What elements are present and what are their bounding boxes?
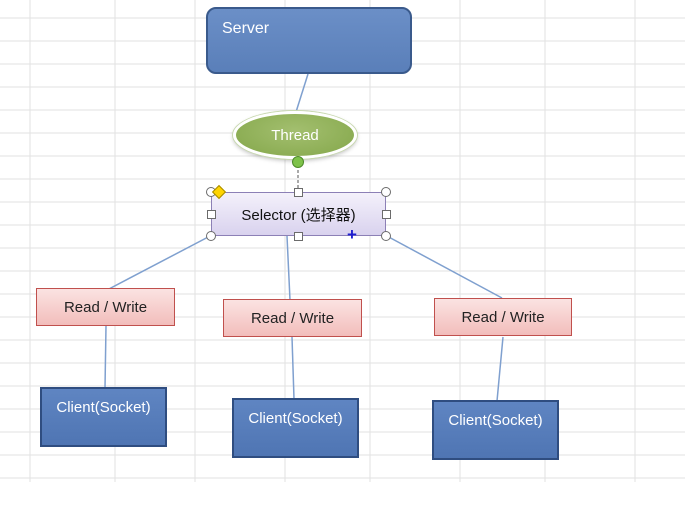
read-write-label: Read / Write — [461, 308, 545, 326]
selector-node[interactable]: Selector (选择器) — [211, 192, 386, 236]
client-label: Client(Socket) — [56, 399, 151, 416]
connector-selector-rw-3 — [384, 234, 503, 299]
move-cursor-icon: + — [347, 225, 357, 244]
client-label: Client(Socket) — [248, 410, 343, 427]
connector-rw-client-1 — [104, 325, 107, 389]
rotate-handle[interactable] — [292, 156, 304, 168]
resize-handle-left[interactable] — [207, 210, 216, 219]
connector-rw-client-3 — [496, 336, 504, 402]
resize-handle-bottom-left[interactable] — [206, 231, 216, 241]
resize-handle-bottom[interactable] — [294, 232, 303, 241]
thread-node[interactable]: Thread — [233, 111, 357, 159]
client-node-3[interactable]: Client(Socket) — [432, 400, 559, 460]
client-node-1[interactable]: Client(Socket) — [40, 387, 167, 447]
connector-server-thread — [295, 73, 309, 113]
selector-label: Selector (选择器) — [241, 206, 356, 224]
resize-handle-right[interactable] — [382, 210, 391, 219]
read-write-label: Read / Write — [250, 309, 335, 327]
client-node-2[interactable]: Client(Socket) — [232, 398, 359, 458]
server-node[interactable]: Server — [206, 7, 412, 74]
connector-selector-rw-1 — [106, 234, 213, 291]
read-write-node-2[interactable]: Read / Write — [223, 299, 362, 337]
client-label: Client(Socket) — [448, 412, 543, 429]
connector-rw-client-2 — [291, 336, 295, 400]
read-write-node-3[interactable]: Read / Write — [434, 298, 572, 336]
read-write-node-1[interactable]: Read / Write — [36, 288, 175, 326]
resize-handle-top-right[interactable] — [381, 187, 391, 197]
resize-handle-bottom-right[interactable] — [381, 231, 391, 241]
resize-handle-top[interactable] — [294, 188, 303, 197]
thread-label: Thread — [271, 126, 319, 144]
read-write-label: Read / Write — [63, 298, 148, 316]
connector-selector-rw-2 — [286, 235, 291, 301]
server-label: Server — [222, 20, 270, 37]
